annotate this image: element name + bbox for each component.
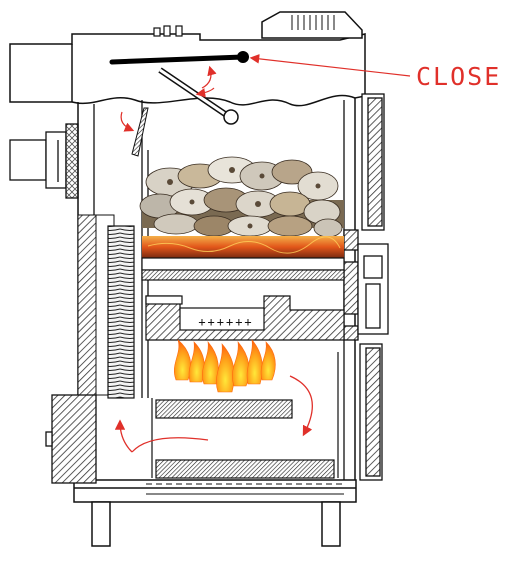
damper-lever-icon [109,51,249,125]
flow-arrow-icon [114,375,313,453]
ember-bed [142,236,344,258]
firewood-icon [139,156,344,238]
ember-glow [147,236,341,254]
close-callout-label: CLOSE [416,62,502,91]
ash-door [45,394,97,484]
flue-outlet [261,11,363,39]
burner-icon [9,123,79,199]
upper-door [361,93,385,231]
legs [91,501,341,547]
deflector [131,107,149,157]
flue-box [9,33,366,107]
grate-block [141,257,345,341]
left-insulation [77,214,97,396]
lower-baffles [151,352,339,479]
middle-door-handle [357,243,389,335]
right-wall [343,100,359,480]
heat-exchanger-coil [107,225,135,399]
damper-arrows [120,65,217,132]
top-fittings [153,25,183,37]
grate-marks: ++++++ [198,315,254,329]
flame-icon [174,339,276,393]
callout-leader [249,54,411,77]
water-tray [146,483,344,495]
lower-door [359,343,383,481]
